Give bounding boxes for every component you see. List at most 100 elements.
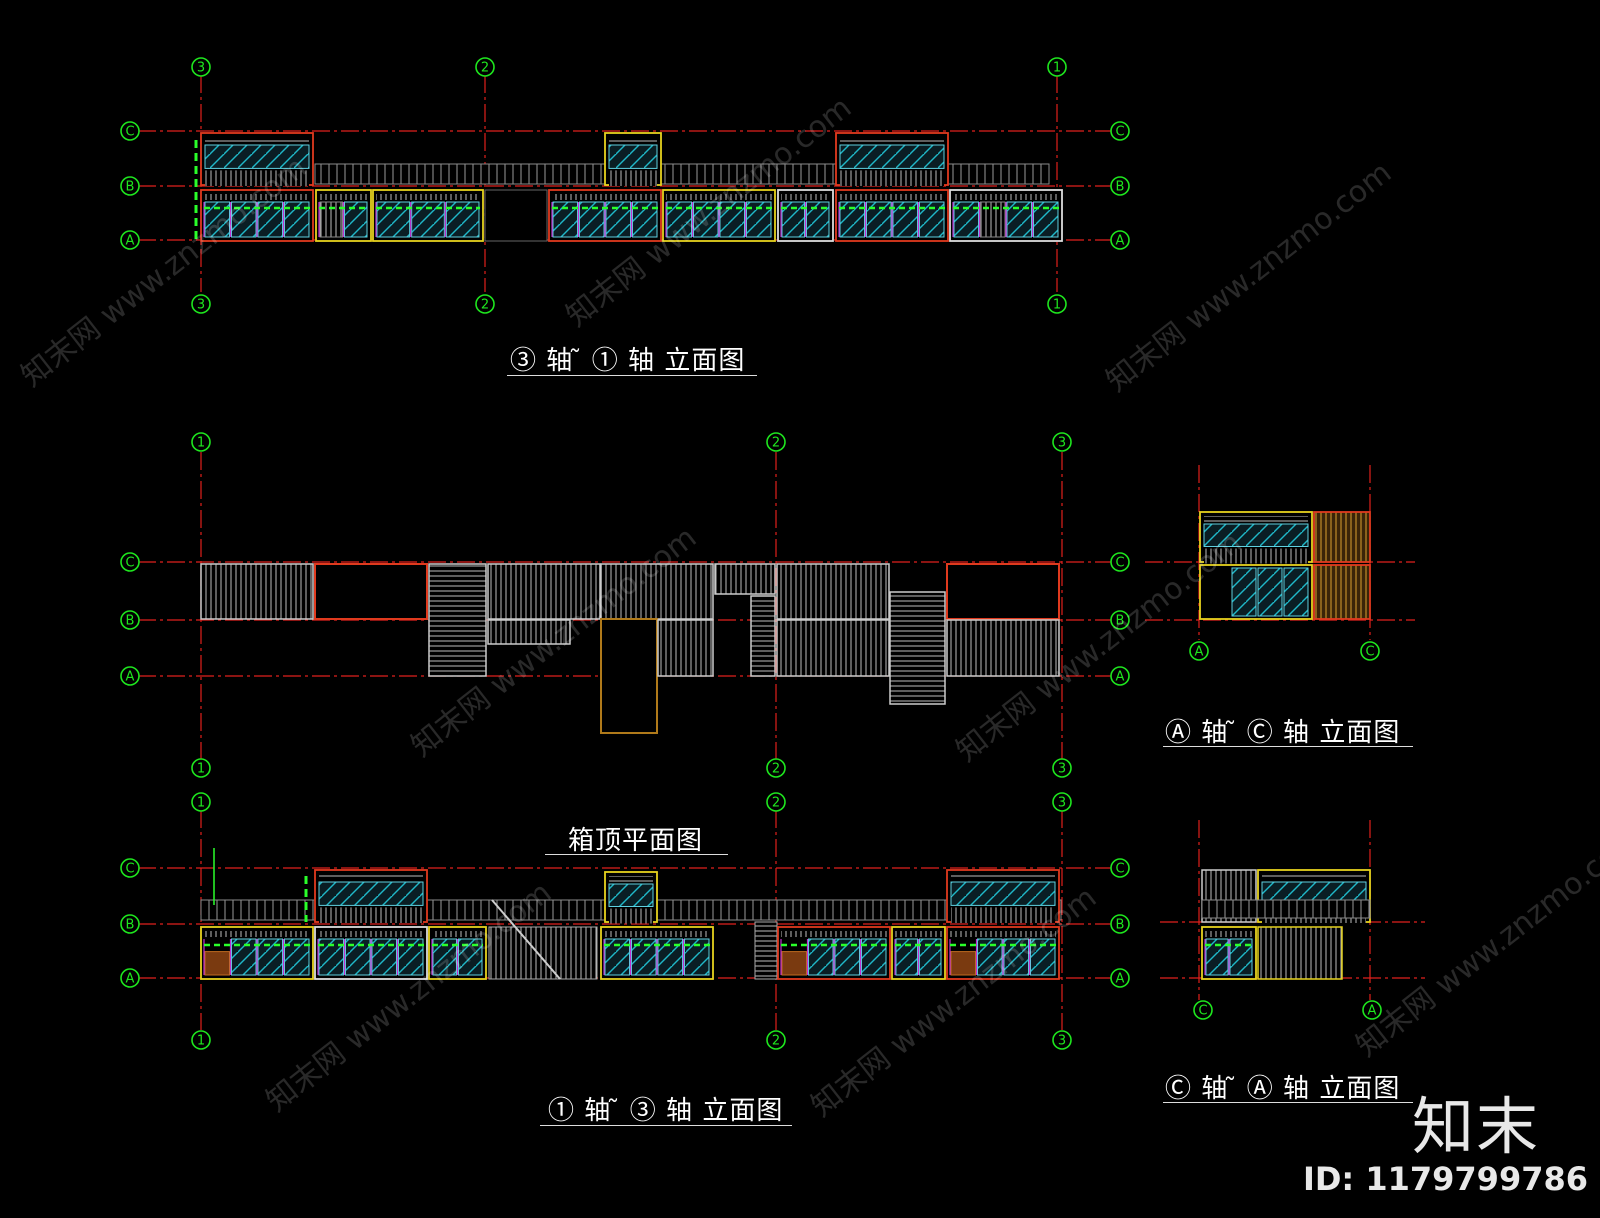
axis-bubble — [1110, 176, 1130, 196]
axis-bubble — [1110, 914, 1130, 934]
axis-bubble — [1110, 552, 1130, 572]
axis-bubble-label: 3 — [1058, 436, 1066, 451]
roof-void — [600, 618, 658, 734]
axis-bubble — [120, 176, 140, 196]
axis-bubble-label: A — [1368, 1004, 1377, 1019]
axis-bubble — [1110, 610, 1130, 630]
axis-bubble-label: B — [1116, 918, 1125, 933]
container-header — [1205, 931, 1253, 937]
building-geometry — [194, 132, 1371, 980]
axis-bubble — [191, 432, 211, 452]
glass-panel — [1205, 938, 1229, 976]
title-underline — [1163, 1102, 1413, 1103]
glass-panel — [257, 201, 283, 238]
stair-flight — [488, 926, 598, 980]
container-header — [781, 194, 830, 200]
axis-bubble-label: 1 — [1053, 298, 1061, 313]
axis-bubble-label: A — [126, 972, 135, 987]
open-bay — [484, 189, 548, 242]
glass-panel — [376, 201, 411, 238]
upper-louver — [609, 170, 657, 186]
title-underline — [545, 854, 728, 855]
upper-header — [609, 876, 653, 882]
axis-bubble-label: 2 — [772, 436, 780, 451]
axis-bubble — [766, 758, 786, 778]
upper-louver — [609, 908, 653, 924]
upper-glass — [1203, 523, 1309, 547]
stair-flight — [754, 921, 778, 980]
walkway-railing — [1201, 899, 1371, 919]
axis-bubble — [475, 57, 495, 77]
roof-panel — [487, 563, 601, 620]
title-elevation-a-c: Ⓐ 轴 ̃ Ⓒ 轴 立面图 — [1165, 718, 1401, 748]
container-header — [204, 931, 310, 937]
upper-header — [319, 874, 423, 880]
axis-bubble — [120, 552, 140, 572]
axis-bubble-label: 3 — [1058, 762, 1066, 777]
axis-bubble-label: 1 — [197, 796, 205, 811]
axis-bubble-label: B — [1116, 614, 1125, 629]
upper-glass — [608, 883, 654, 907]
brand-logo: 知末 — [1411, 1090, 1540, 1163]
container-header — [376, 194, 480, 200]
roof-panel — [776, 619, 890, 677]
side-panel — [1313, 511, 1371, 563]
glass-panel — [579, 201, 605, 238]
axis-bubble-label: A — [1195, 645, 1204, 660]
axis-bubble — [191, 294, 211, 314]
axis-bubble-label: B — [126, 614, 135, 629]
axis-bubble — [1110, 121, 1130, 141]
title-underline — [540, 1125, 792, 1126]
axis-bubble — [120, 666, 140, 686]
image-id: ID: 1179799786 — [1302, 1160, 1588, 1198]
roof-panel — [200, 563, 314, 620]
axis-bubble-label: 2 — [772, 762, 780, 777]
axis-bubble-label: C — [125, 862, 134, 877]
glass-panel — [781, 201, 805, 238]
glass-panel — [657, 938, 683, 976]
container-header — [604, 931, 710, 937]
title-elevation-3-1: ③ 轴 ̃ ① 轴 立面图 — [510, 346, 746, 376]
door-panel — [950, 951, 976, 976]
glass-panel — [458, 938, 483, 976]
axis-bubble — [191, 792, 211, 812]
glass-panel — [919, 938, 942, 976]
axis-bubble — [191, 758, 211, 778]
upper-header — [1204, 516, 1308, 522]
container-header — [432, 931, 483, 937]
roof-panel — [657, 619, 714, 677]
roof-stair — [889, 591, 946, 705]
glass-panel — [895, 938, 918, 976]
axis-bubble — [1047, 57, 1067, 77]
side-panel — [1257, 926, 1343, 980]
title-roof-plan: 箱顶平面图 — [568, 826, 704, 856]
upper-header — [205, 137, 309, 143]
upper-header — [951, 874, 1055, 880]
axis-bubble-label: C — [1115, 556, 1124, 571]
axis-bubble — [1110, 858, 1130, 878]
upper-glass — [950, 881, 1056, 906]
glass-panel — [806, 201, 830, 238]
container-header — [950, 931, 1056, 937]
glass-panel — [432, 938, 457, 976]
roof-stair — [428, 563, 487, 677]
axis-bubble — [120, 968, 140, 988]
roof-void — [314, 563, 428, 620]
glass-panel — [1229, 938, 1253, 976]
axis-bubble-label: 3 — [197, 298, 205, 313]
solid-panel — [319, 201, 343, 238]
upper-louver — [840, 170, 944, 186]
axis-bubble — [1052, 432, 1072, 452]
container-header — [552, 194, 658, 200]
axis-bubble — [120, 230, 140, 250]
upper-header — [609, 137, 657, 143]
axis-bubble-label: B — [126, 918, 135, 933]
upper-glass — [204, 144, 310, 169]
axis-bubble-label: A — [1116, 670, 1125, 685]
roof-panel — [946, 619, 1060, 677]
axis-bubble-label: 1 — [197, 436, 205, 451]
axis-bubble — [1193, 1000, 1213, 1020]
container-header — [666, 194, 772, 200]
axis-bubble-label: 2 — [772, 796, 780, 811]
title-underline — [1163, 746, 1413, 747]
